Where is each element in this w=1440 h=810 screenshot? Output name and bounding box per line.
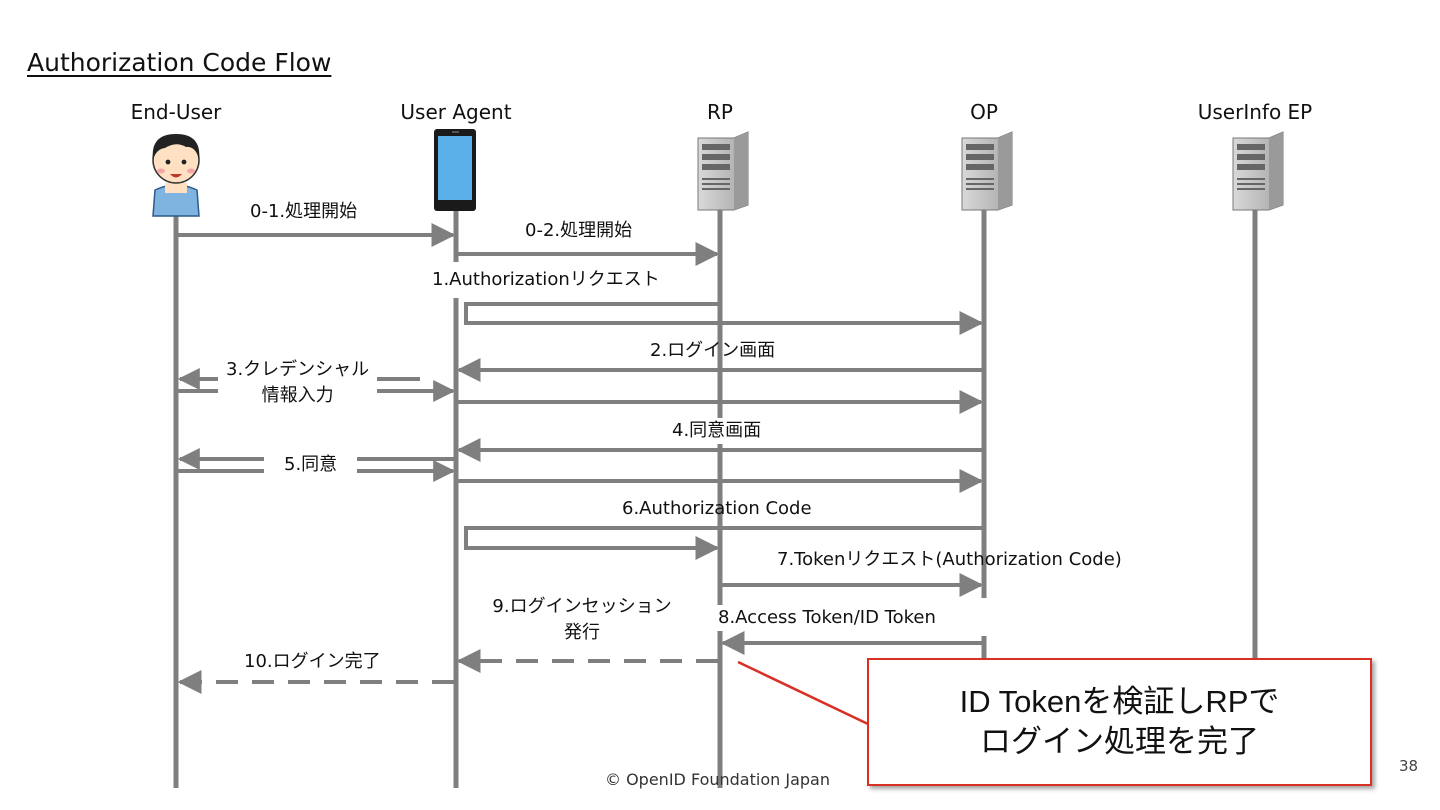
actor-label-userinfo-ep: UserInfo EP <box>1197 100 1313 124</box>
copyright-footer: © OpenID Foundation Japan <box>605 770 830 789</box>
arrow-6-redirect <box>464 526 982 560</box>
arrow-1-redirect <box>464 302 984 335</box>
callout-pointer <box>737 660 869 726</box>
msg-6: 6.Authorization Code <box>622 498 812 519</box>
slide-title: Authorization Code Flow <box>27 48 332 77</box>
msg-3: 3.クレデンシャル 情報入力 <box>218 357 378 409</box>
callout-box: ID Tokenを検証しRPで ログイン処理を完了 <box>867 658 1372 786</box>
msg-0-1: 0-1.処理開始 <box>250 201 358 222</box>
msg-3-line2: 情報入力 <box>261 385 334 406</box>
smartphone-icon <box>434 129 476 211</box>
server-icon <box>697 131 749 211</box>
actor-label-op: OP <box>970 100 998 124</box>
callout-line1: ID Tokenを検証しRPで <box>959 684 1280 719</box>
msg-5: 5.同意 <box>264 452 358 478</box>
actor-label-user-agent: User Agent <box>400 100 512 124</box>
msg-9-line2: 発行 <box>564 622 600 643</box>
msg-9-line1: 9.ログインセッション <box>492 596 672 617</box>
msg-3-line1: 3.クレデンシャル <box>226 359 370 380</box>
msg-4: 4.同意画面 <box>660 418 774 444</box>
msg-9: 9.ログインセッション 発行 <box>490 594 674 646</box>
server-icon <box>1232 131 1284 211</box>
callout-line2: ログイン処理を完了 <box>980 724 1259 759</box>
actor-label-end-user: End-User <box>130 100 222 124</box>
msg-7: 7.Tokenリクエスト(Authorization Code) <box>777 549 1122 570</box>
server-icon <box>961 131 1013 211</box>
msg-1: 1.Authorizationリクエスト <box>432 269 660 290</box>
msg-0-2: 0-2.処理開始 <box>525 220 633 241</box>
page-number: 38 <box>1399 757 1419 775</box>
lifelines <box>173 208 1258 788</box>
msg-10: 10.ログイン完了 <box>238 649 387 675</box>
person-icon <box>152 134 200 217</box>
msg-8: 8.Access Token/ID Token <box>714 605 940 631</box>
msg-2: 2.ログイン画面 <box>650 340 776 361</box>
actor-label-rp: RP <box>707 100 733 124</box>
